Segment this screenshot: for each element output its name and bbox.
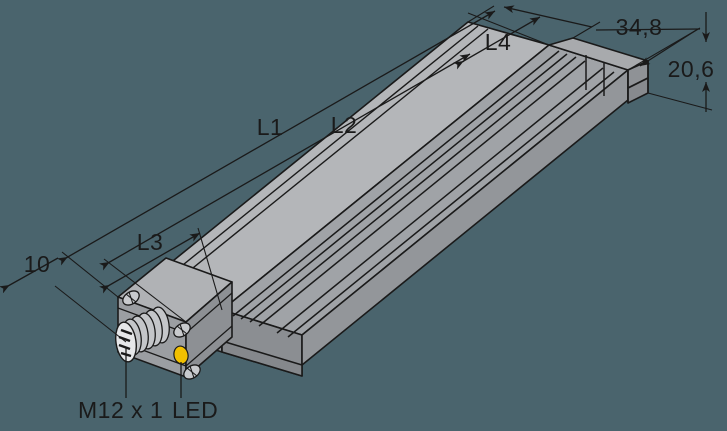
body-bottom-front	[221, 340, 303, 377]
dimension-lines	[0, 5, 713, 343]
callout-leaders	[125, 348, 182, 398]
dimension-label-34-8: 34,8	[616, 14, 663, 40]
end-cap-edges	[585, 55, 649, 103]
led-indicator	[173, 345, 189, 365]
callout-label-led: LED	[172, 397, 218, 423]
dimension-label-10: 10	[24, 251, 51, 277]
dimension-line-348-b	[595, 28, 701, 31]
dimension-label-L1: L1	[257, 114, 284, 140]
dimension-label-L2: L2	[331, 112, 358, 138]
m12-connector	[115, 306, 170, 363]
callout-label-m12: M12 x 1	[78, 397, 163, 423]
dimension-line-10	[0, 257, 59, 294]
dimension-label-L3: L3	[137, 229, 164, 255]
dimension-line-L3	[99, 232, 201, 294]
dimension-line-348-a	[503, 5, 593, 28]
dimension-line-L4	[453, 16, 541, 70]
dimension-line-L2	[99, 53, 471, 271]
dimension-label-L4: L4	[485, 29, 512, 55]
dimension-label-20-6: 20,6	[668, 56, 715, 82]
dimension-line-348-c	[639, 28, 699, 67]
